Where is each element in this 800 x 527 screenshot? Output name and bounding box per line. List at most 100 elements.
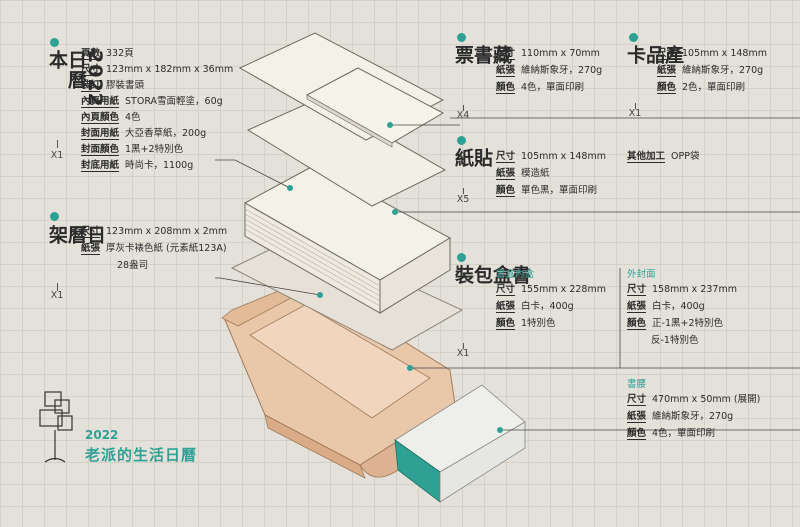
box-belly-label: 書腰 [627, 379, 647, 390]
spec-value: 單色黑，單面印刷 [521, 185, 598, 196]
calendar-spec-row: 封面顏色 1黑+2特別色 [81, 143, 183, 157]
spec-value: OPP袋 [671, 151, 700, 162]
calendar-spec-row: 封底用紙時尚卡，1100g [81, 159, 193, 173]
brand-year: 2022 [85, 428, 119, 442]
spec-key: 封面用紙 [81, 128, 120, 140]
box-outer-spec-row: 顏色正-1黑+2特別色 [627, 317, 723, 331]
spec-value: 4色 [125, 112, 141, 123]
spec-value: 2色，單面印刷 [682, 82, 746, 93]
bookplate-edge [306, 94, 393, 148]
calendar-spec-row: 裝訂膠裝書頭 [81, 79, 144, 93]
box-belly-spec-row: 紙張維納斯象牙，270g [627, 410, 733, 424]
leader-lines [215, 117, 800, 431]
leader-dots [287, 122, 503, 433]
belly-band-side [439, 421, 526, 503]
spec-key: 尺寸 [627, 284, 647, 296]
spec-key: 封面顏色 [81, 144, 120, 156]
stand-qty: X1 [50, 290, 64, 301]
card-title: 產品卡 [624, 45, 684, 65]
bookplate-qty: X4 [456, 110, 470, 121]
spec-key: 裝訂 [81, 80, 101, 92]
sticker-sheet [246, 97, 447, 207]
spec-key: 尺寸 [657, 48, 677, 60]
spec-key: 內頁用紙 [81, 96, 120, 108]
calendar-book-side [379, 237, 451, 314]
spec-value: 123mm x 208mm x 2mm [106, 226, 228, 237]
spec-key: 尺寸 [81, 226, 101, 238]
spec-key: 顏色 [657, 82, 677, 94]
spec-value: 模造紙 [521, 168, 550, 179]
spec-key: 紙張 [496, 168, 516, 180]
stand-spec-row: 紙張厚灰卡裱色紙 (元素紙123A) [81, 242, 227, 256]
bookplate-dot [457, 33, 466, 42]
spec-value: 維納斯象牙，270g [521, 65, 603, 76]
spec-key: 尺寸 [496, 48, 516, 60]
spec-value: 維納斯象牙，270g [652, 411, 734, 422]
stand-title: 日曆架 [46, 225, 106, 245]
card-spec-row: 顏色 2色，單面印刷 [657, 81, 745, 95]
spec-key: 紙張 [496, 65, 516, 77]
spec-value: 105mm x 148mm [521, 151, 606, 162]
bookplate-title: 藏書票 [452, 45, 512, 65]
calendar-qty-sep [57, 140, 58, 148]
spec-value: 1黑+2特別色 [125, 144, 184, 155]
box-inner-spec-row: 尺寸 155mm x 228mm [496, 283, 606, 297]
sticker-qty-sep [463, 188, 464, 194]
spec-value: 1特別色 [521, 318, 556, 329]
spec-value: 4色，單面印刷 [652, 428, 716, 439]
spec-key: 顏色 [627, 428, 647, 440]
box-outer-spec-row: 紙張白卡，400g [627, 300, 705, 314]
calendar-title: 2022日曆本 [46, 50, 106, 107]
spec-key: 尺寸 [496, 284, 516, 296]
card-spec-row: 紙張維納斯象牙，270g [657, 64, 763, 78]
box-belly-spec-row: 尺寸 470mm x 50mm (展開) [627, 393, 760, 407]
spec-key: 紙張 [627, 301, 647, 313]
box-title: 書盒包裝 [452, 265, 531, 285]
box-qty: X1 [456, 348, 470, 359]
box-outer-spec-row: 尺寸 158mm x 237mm [627, 283, 737, 297]
sticker-qty: X5 [456, 194, 470, 205]
spec-value: 4色，單面印刷 [521, 82, 585, 93]
spec-key: 紙張 [81, 243, 101, 255]
stand-qty-sep [57, 283, 58, 291]
box-dot [457, 253, 466, 262]
sticker-spec-row: 紙張模造紙 [496, 167, 550, 181]
calendar-qty: X1 [50, 150, 64, 161]
box-side-wall [264, 414, 366, 479]
box-outer-label: 外封面 [627, 269, 656, 280]
spec-value: 158mm x 237mm [652, 284, 737, 295]
sticker-title: 貼紙 [452, 148, 493, 168]
spec-key: 頁數 [81, 48, 101, 60]
card-qty-sep [635, 103, 636, 109]
spec-key: 紙張 [496, 301, 516, 313]
calendar-spec-row: 頁數 332頁 [81, 47, 134, 61]
spec-value: 維納斯象牙，270g [682, 65, 764, 76]
spec-key: 顏色 [627, 318, 647, 330]
logo-emblem [39, 391, 73, 463]
spec-value: 反-1特別色 [651, 335, 699, 346]
bookplate-spec-row: 顏色 4色，單面印刷 [496, 81, 584, 95]
spec-key: 封底用紙 [81, 160, 120, 172]
spec-value: 白卡，400g [521, 301, 574, 312]
box-inner-label: 書盒內盒 [496, 269, 535, 280]
stand-spec-row: 28盎司 [117, 259, 148, 273]
spec-value: 470mm x 50mm (展開) [652, 394, 761, 405]
box-qty-sep [463, 343, 464, 349]
spec-value: 332頁 [106, 48, 134, 59]
spec-value: 時尚卡，1100g [125, 160, 194, 171]
sticker-spec-row: 顏色單色黑，單面印刷 [496, 184, 597, 198]
spec-key: 顏色 [496, 82, 516, 94]
spec-key: 尺寸 [627, 394, 647, 406]
spec-value: 膠裝書頭 [106, 80, 145, 91]
spec-value: 155mm x 228mm [521, 284, 606, 295]
spec-key: 紙張 [657, 65, 677, 77]
brand-name: 老派的生活日曆 [85, 446, 198, 464]
bookplate-qty-sep [463, 105, 464, 111]
bookplate-spec-row: 紙張維納斯象牙，270g [496, 64, 602, 78]
